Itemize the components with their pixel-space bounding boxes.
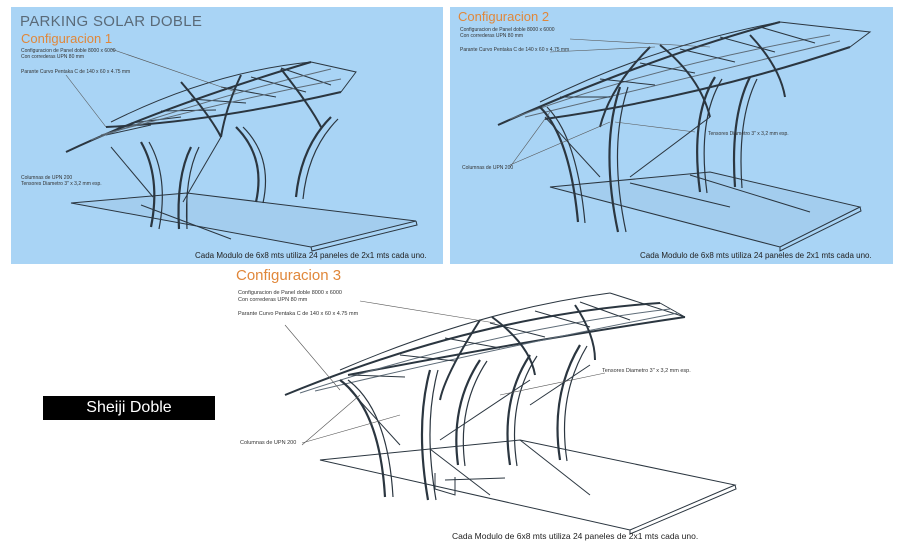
config-3-title: Configuracion 3 [236,267,342,284]
note-parante: Parante Curvo Pentaka C de 140 x 60 x 4.… [460,47,570,53]
note-tensores: Tensores Diametro 3" x 3,2 mm esp. [602,368,691,374]
note-parante: Parante Curvo Pentaka C de 140 x 60 x 4.… [21,69,131,75]
product-label: Sheiji Doble [43,396,215,420]
config-2-panel: Configuracion 2 Configuracion de Panel d… [450,7,893,264]
caption: Cada Modulo de 6x8 mts utiliza 24 panele… [640,251,872,260]
config-1-panel: PARKING SOLAR DOBLE Configuracion 1 Conf… [11,7,443,264]
config-1-title: Configuracion 1 [21,31,113,46]
note-columnas: Columnas de UPN 200 [462,165,514,171]
config-3-panel: Configuracion 3 Configuracion de Panel d… [230,265,760,545]
note-panel-config: Configuracion de Panel doble 8000 x 6000… [460,27,555,39]
note-parante: Parante Curvo Pentaka C de 140 x 60 x 4.… [238,311,359,317]
note-panel-line2: Con correderas UPN 80 mm [460,33,524,39]
carport-drawing-config-2 [497,21,872,252]
main-title: PARKING SOLAR DOBLE [20,13,203,30]
note-panel-config: Configuracion de Panel doble 8000 x 6000… [238,290,342,304]
note-panel-config: Configuracion de Panel doble 8000 x 6000… [21,48,116,60]
note-tensores: Tensores Diametro 3" x 3,2 mm esp. [21,181,102,187]
carport-drawing-config-1 [65,48,418,252]
note-panel-line1: Configuracion de Panel doble 8000 x 6000 [21,48,116,54]
note-panel-line1: Configuracion de Panel doble 8000 x 6000 [238,290,342,296]
caption: Cada Modulo de 6x8 mts utiliza 24 panele… [452,531,699,541]
caption: Cada Modulo de 6x8 mts utiliza 24 panele… [195,251,427,260]
config-2-title: Configuracion 2 [458,9,550,24]
note-panel-line2: Con correderas UPN 80 mm [21,54,85,60]
note-panel-line2: Con correderas UPN 80 mm [238,297,308,303]
carport-drawing-config-3 [284,292,737,535]
note-columnas: Columnas de UPN 200 [21,175,73,181]
note-panel-line1: Configuracion de Panel doble 8000 x 6000 [460,27,555,33]
note-tensores: Tensores Diametro 3" x 3,2 mm esp. [708,131,789,137]
note-columnas: Columnas de UPN 200 [240,440,297,446]
